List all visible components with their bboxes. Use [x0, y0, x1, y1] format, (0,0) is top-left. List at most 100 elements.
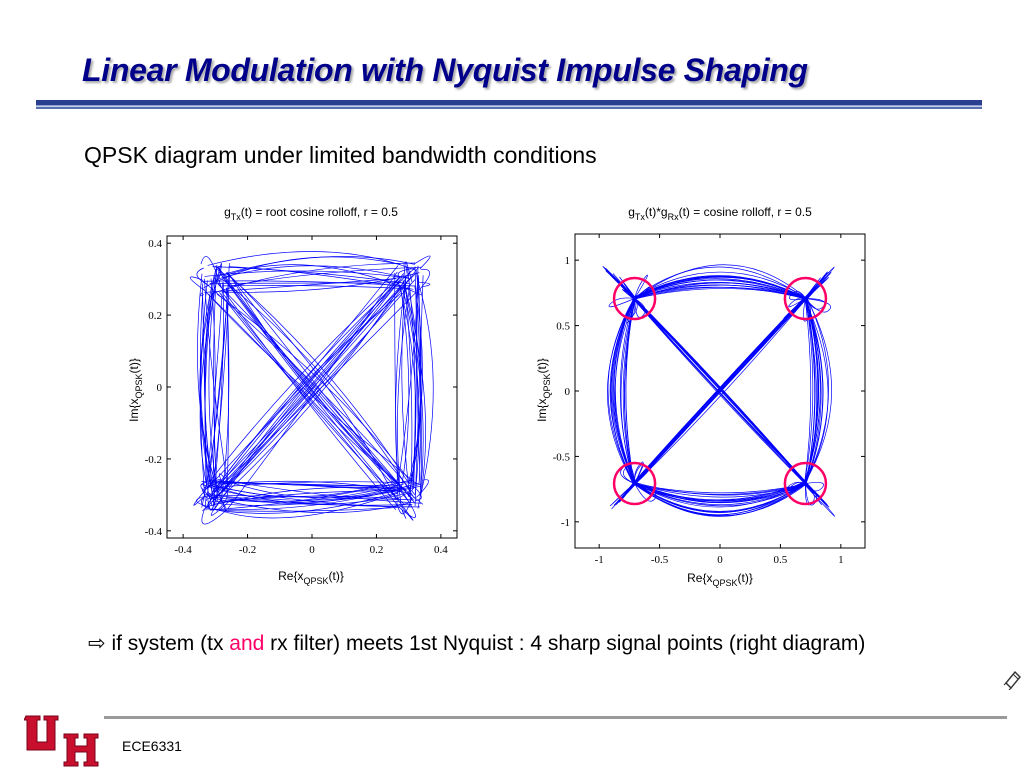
- trajectory-trace: [211, 267, 416, 494]
- trajectory-loop: [789, 291, 806, 301]
- title-part: g: [224, 205, 231, 219]
- trajectory-trace: [196, 494, 213, 508]
- y-axis-label: Im{xQPSK(t)}: [535, 358, 552, 422]
- trajectory-trace: [204, 270, 409, 279]
- trajectory-trace: [634, 483, 806, 516]
- trajectory-trace: [199, 275, 220, 482]
- nyquist-point-circles: [612, 276, 828, 506]
- trajectory-trace: [201, 497, 209, 509]
- trajectory-trace: [212, 266, 411, 285]
- chart-title: gTx(t)*gRx(t) = cosine rolloff, r = 0.5: [628, 205, 812, 222]
- pencil-icon: [1003, 670, 1021, 690]
- trajectory-trace: [803, 482, 822, 505]
- trajectory-trace: [418, 281, 431, 287]
- trajectory-trace: [212, 275, 230, 485]
- trajectory-trace: [611, 299, 637, 484]
- trajectory-trace: [403, 263, 413, 507]
- trajectory-trace: [207, 496, 413, 506]
- x-tick-label: -1: [595, 554, 604, 566]
- x-tick-label: 0.4: [434, 544, 448, 556]
- x-tick-label: 1: [838, 554, 844, 566]
- trajectory-loop: [783, 298, 806, 319]
- trajectory-trace: [626, 482, 635, 492]
- trajectory-trace: [214, 279, 416, 500]
- trajectory-trace: [634, 271, 807, 298]
- x-axis-label: Re{xQPSK(t)}: [278, 569, 344, 586]
- trajectory-traces: [189, 251, 434, 525]
- trajectory-trace: [217, 266, 396, 488]
- trajectory-trace: [227, 481, 396, 499]
- trajectory-trace: [201, 508, 228, 525]
- trajectory-trace: [222, 272, 420, 293]
- trajectory-trace: [201, 481, 402, 492]
- trajectory-trace: [226, 272, 397, 501]
- y-tick-label: -0.2: [145, 454, 162, 466]
- bullet-highlight: and: [229, 632, 265, 655]
- trajectory-trace: [635, 483, 806, 507]
- y-tick-label: -1: [561, 517, 570, 529]
- trajectory-loop: [634, 286, 650, 299]
- trajectory-trace: [218, 488, 227, 509]
- trajectory-loop: [634, 470, 649, 484]
- trajectory-trace: [204, 268, 216, 482]
- trajectory-trace: [205, 484, 412, 510]
- trajectory-trace: [204, 479, 398, 486]
- bullet-text-end: rx filter) meets 1st Nyquist : 4 sharp s…: [264, 632, 866, 655]
- trajectory-trace: [804, 277, 821, 299]
- trajectory-trace: [408, 286, 423, 484]
- y-tick-label: 0.2: [148, 310, 162, 322]
- uh-logo-icon: [24, 715, 99, 767]
- trajectory-trace: [397, 499, 414, 521]
- trajectory-loop: [634, 274, 648, 299]
- trajectory-trace: [201, 276, 401, 492]
- trajectory-trace: [220, 492, 398, 519]
- trajectory-loop: [634, 298, 646, 318]
- trajectory-loop: [626, 298, 636, 323]
- bullet-line: ⇨ if system (tx and rx filter) meets 1st…: [88, 631, 865, 656]
- trajectory-trace: [207, 293, 398, 506]
- chart-title: gTx(t) = root cosine rolloff, r = 0.5: [224, 205, 398, 222]
- x-tick-label: -0.5: [651, 554, 669, 566]
- trajectory-trace: [209, 282, 404, 284]
- trajectory-loop: [805, 482, 824, 492]
- trajectory-loop: [629, 298, 638, 318]
- y-tick-label: -0.5: [553, 451, 571, 463]
- nyquist-point-circle: [612, 276, 657, 321]
- trajectory-trace: [223, 270, 412, 496]
- trajectory-trace: [417, 281, 434, 495]
- trajectory-trace: [619, 276, 636, 300]
- trajectory-trace: [226, 483, 422, 503]
- trajectory-trace: [635, 264, 806, 299]
- trajectory-trace: [200, 292, 204, 297]
- x-tick-label: 0: [717, 554, 723, 566]
- trajectory-trace: [417, 268, 430, 293]
- y-tick-label: 0.4: [148, 238, 162, 250]
- nyquist-point-circle: [612, 461, 657, 506]
- trajectory-trace: [401, 276, 411, 497]
- y-tick-label: 0.5: [556, 321, 570, 333]
- chart-root-cosine: gTx(t) = root cosine rolloff, r = 0.5 -0…: [127, 205, 458, 586]
- trajectory-trace: [213, 490, 397, 505]
- y-tick-label: 1: [565, 255, 571, 267]
- trajectory-trace: [398, 487, 416, 518]
- trajectory-trace: [193, 478, 216, 506]
- y-axis-label: Im{xQPSK(t)}: [127, 358, 144, 422]
- trajectory-trace: [418, 277, 422, 480]
- trajectory-trace: [401, 508, 407, 519]
- trajectory-trace: [204, 278, 228, 485]
- trajectory-traces: [602, 264, 835, 517]
- x-tick-label: -0.4: [174, 544, 192, 556]
- trajectory-trace: [805, 272, 828, 300]
- trajectory-trace: [402, 288, 420, 494]
- trajectory-trace: [805, 298, 816, 484]
- trajectory-trace: [414, 255, 431, 270]
- trajectory-trace: [804, 299, 829, 485]
- trajectory-trace: [207, 273, 417, 489]
- trajectory-trace: [803, 297, 832, 484]
- trajectory-trace: [204, 294, 216, 500]
- x-tick-label: 0: [309, 544, 315, 556]
- slide-subtitle: QPSK diagram under limited bandwidth con…: [84, 142, 597, 168]
- trajectory-loop: [608, 297, 635, 308]
- trajectory-trace: [201, 484, 421, 501]
